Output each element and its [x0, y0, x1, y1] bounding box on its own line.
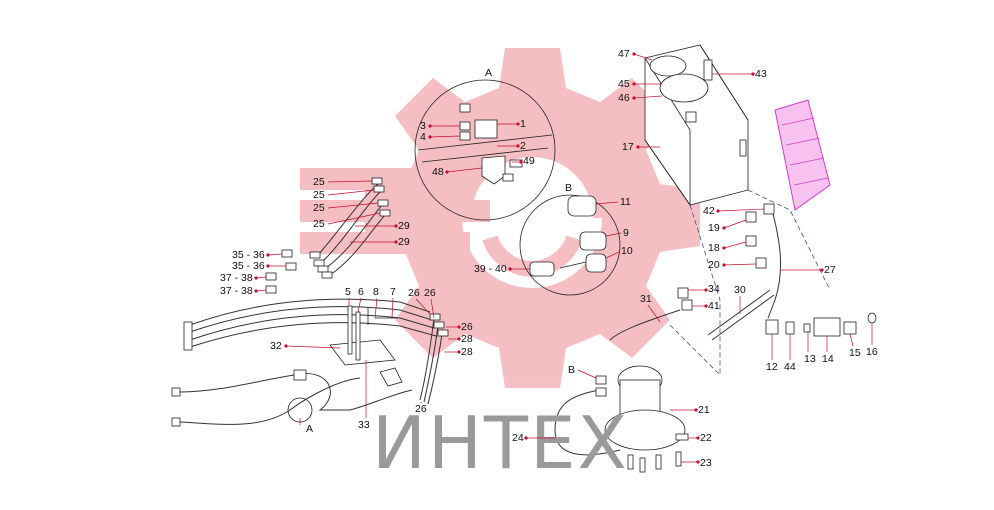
callout-9: 9: [623, 227, 629, 239]
detail-view-b: [519, 194, 621, 296]
callout-2: 2: [520, 140, 526, 152]
callout-4: 4: [420, 131, 426, 143]
callout-26-a: 26: [408, 287, 420, 299]
callout-30: 30: [734, 284, 746, 296]
callout-25-a: 25: [313, 176, 325, 188]
view-label-a: A: [485, 67, 492, 79]
callout-31: 31: [640, 293, 652, 305]
gear-bar-2: [300, 200, 490, 222]
callout-49: 49: [523, 155, 535, 167]
callout-20: 20: [708, 259, 720, 271]
callout-39-40: 39 - 40: [474, 263, 507, 275]
callout-15: 15: [849, 347, 861, 359]
callout-7: 7: [390, 286, 396, 298]
callout-25-c: 25: [313, 202, 325, 214]
callout-18: 18: [708, 242, 720, 254]
callout-16: 16: [866, 346, 878, 358]
callout-8: 8: [373, 286, 379, 298]
callout-28-a: 28: [461, 333, 473, 345]
callout-10: 10: [621, 245, 633, 257]
hydraulic-tank: [644, 44, 749, 206]
callout-17: 17: [622, 141, 634, 153]
callout-6: 6: [358, 286, 364, 298]
callout-22: 22: [700, 432, 712, 444]
callout-42: 42: [703, 205, 715, 217]
callout-35-36-a: 35 - 36: [232, 249, 265, 261]
callout-33: 33: [358, 419, 370, 431]
callout-41: 41: [708, 300, 720, 312]
swivel-joint: [554, 309, 689, 473]
center-hoses: [419, 313, 449, 405]
callout-13: 13: [804, 353, 816, 365]
callout-47: 47: [618, 48, 630, 60]
callout-27: 27: [824, 264, 836, 276]
detail-view-a: [414, 79, 556, 221]
callout-26-d: 26: [415, 403, 427, 415]
pressure-line: [677, 203, 877, 341]
callout-3: 3: [420, 120, 426, 132]
callout-29-a: 29: [398, 220, 410, 232]
left-hose-bundle: [171, 298, 437, 427]
gear-bar-3: [300, 232, 470, 254]
callout-5: 5: [345, 286, 351, 298]
leader-dots: [254, 52, 824, 464]
callout-35-36-b: 35 - 36: [232, 260, 265, 272]
callout-24: 24: [512, 432, 524, 444]
callout-44: 44: [784, 361, 796, 373]
dashed-guides: [669, 189, 831, 376]
callout-45: 45: [618, 78, 630, 90]
callout-43: 43: [755, 68, 767, 80]
callout-25-b: 25: [313, 189, 325, 201]
view-ref-a: A: [306, 423, 313, 435]
view-label-b: B: [565, 182, 572, 194]
callout-37-38-a: 37 - 38: [220, 272, 253, 284]
callout-48: 48: [432, 166, 444, 178]
callout-12: 12: [766, 361, 778, 373]
callout-29-b: 29: [398, 236, 410, 248]
callout-14: 14: [822, 353, 834, 365]
callout-19: 19: [708, 222, 720, 234]
callout-21: 21: [698, 404, 710, 416]
callout-46: 46: [618, 92, 630, 104]
callout-32: 32: [270, 340, 282, 352]
callout-labels: A B A B 1 2 3 4 48 49 5 6 7 8 9 10 11: [220, 48, 878, 469]
gear-bar-1: [300, 168, 470, 190]
callout-26-b: 26: [424, 287, 436, 299]
control-valve: [774, 99, 831, 211]
callout-26-c: 26: [461, 321, 473, 333]
callout-1: 1: [520, 118, 526, 130]
small-fittings: [265, 249, 297, 294]
mount-bracket: [329, 305, 403, 387]
callout-37-38-b: 37 - 38: [220, 285, 253, 297]
gear-logo: [300, 48, 700, 388]
upper-hose-bundle: [309, 177, 391, 279]
callout-23: 23: [700, 457, 712, 469]
callout-28-b: 28: [461, 346, 473, 358]
callout-25-d: 25: [313, 218, 325, 230]
callout-11: 11: [620, 196, 631, 208]
watermark-text: ИНТЕХ: [372, 401, 629, 485]
callout-34: 34: [708, 283, 720, 295]
view-ref-b: B: [568, 364, 575, 376]
